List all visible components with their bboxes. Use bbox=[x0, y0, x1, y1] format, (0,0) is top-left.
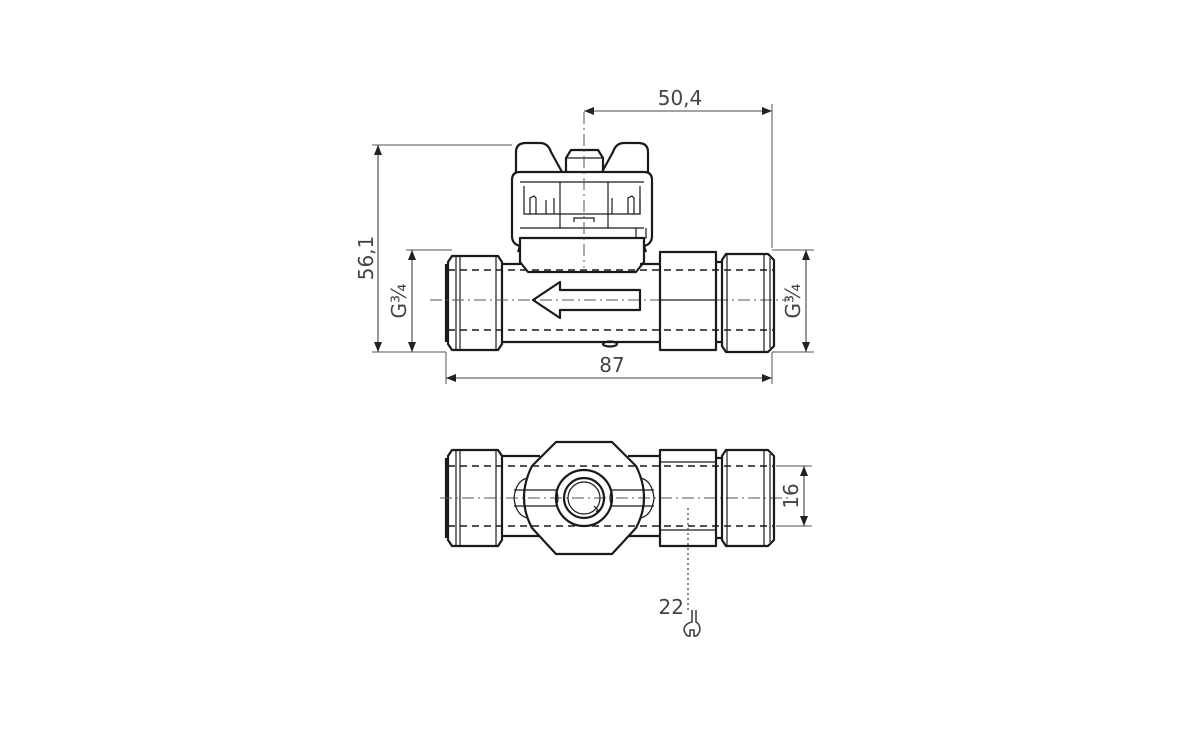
dimension-87: 87 bbox=[445, 352, 773, 384]
dimension-thread-left: G¾ bbox=[387, 249, 452, 352]
middle-sleeve bbox=[658, 250, 718, 352]
left-union-nut bbox=[444, 254, 504, 352]
dim-thread-left-label: G¾ bbox=[387, 284, 411, 319]
dim-50-4-label: 50,4 bbox=[658, 86, 703, 110]
wrench-size-label: 22 bbox=[659, 595, 684, 619]
dimension-50-4: 50,4 bbox=[584, 86, 773, 248]
dim-16-label: 16 bbox=[779, 483, 803, 508]
sensor-port-outer bbox=[554, 468, 614, 528]
flow-direction-arrow-icon bbox=[531, 280, 642, 320]
top-view bbox=[440, 440, 790, 612]
dimension-16: 16 bbox=[776, 465, 812, 527]
side-view bbox=[430, 112, 790, 354]
dim-56-1-label: 56,1 bbox=[354, 236, 378, 281]
dim-87-label: 87 bbox=[599, 353, 624, 377]
wrench-icon bbox=[683, 610, 701, 637]
sensor-port-inner bbox=[562, 476, 606, 520]
dimension-thread-right: G¾ bbox=[772, 249, 814, 353]
right-union-nut bbox=[720, 252, 776, 354]
dim-thread-right-label: G¾ bbox=[781, 284, 805, 319]
sensor-head bbox=[510, 141, 654, 274]
wrench-size-callout: 22 bbox=[659, 595, 701, 637]
dimension-56-1: 56,1 bbox=[354, 144, 512, 353]
